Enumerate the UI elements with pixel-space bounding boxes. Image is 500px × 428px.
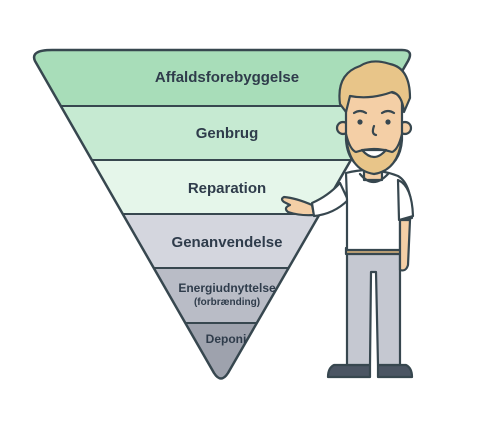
tier-label-energiudnyttelse: Energiudnyttelse (178, 281, 276, 295)
pants (345, 247, 402, 367)
tier-label-affaldsforebyggelse: Affaldsforebyggelse (155, 69, 299, 86)
collar (358, 172, 390, 184)
tier-label-reparation: Reparation (188, 180, 266, 197)
pointing-hand (280, 195, 316, 217)
tier-label-deponi: Deponi (206, 332, 247, 346)
left-shoe (326, 363, 372, 379)
smile (360, 148, 388, 159)
nose (371, 124, 378, 137)
hair (338, 60, 412, 114)
left-eye (357, 119, 363, 125)
tier-sublabel-forbraending: (forbrænding) (194, 297, 260, 308)
tier-label-genanvendelse: Genanvendelse (172, 234, 283, 251)
right-eyebrow (380, 109, 396, 115)
pyramid-outline (32, 48, 412, 380)
right-sleeve (396, 178, 415, 222)
right-shoe (376, 363, 414, 379)
right-arm (398, 218, 412, 272)
right-eye (385, 119, 391, 125)
left-sleeve-arm (310, 181, 350, 218)
presenter-character (280, 60, 415, 379)
left-eyebrow (352, 109, 368, 115)
tier-label-genbrug: Genbrug (196, 125, 259, 142)
